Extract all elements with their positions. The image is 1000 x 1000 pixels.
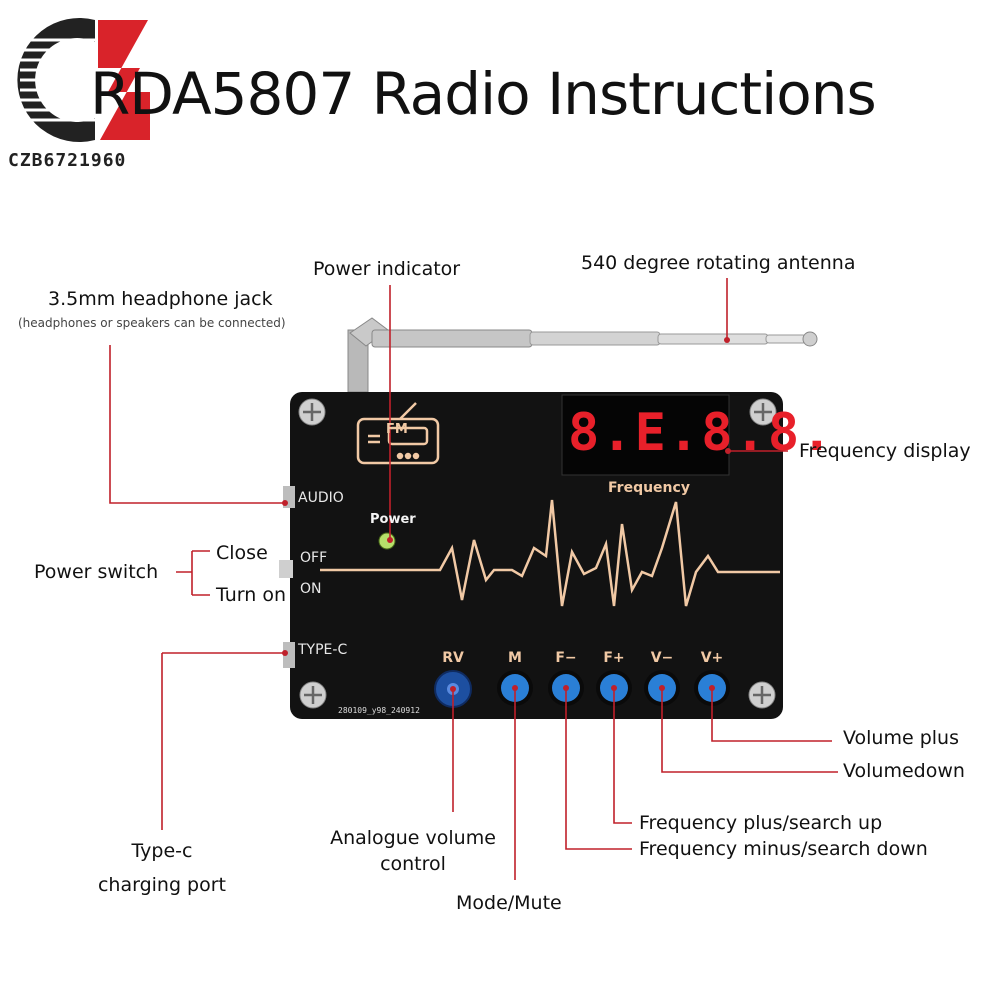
- button-label-f-plus: F+: [603, 650, 625, 666]
- callout-power-switch: Power switch: [34, 561, 159, 583]
- on-label: ON: [300, 581, 322, 597]
- power-switch-knob[interactable]: [279, 560, 293, 578]
- antenna-seg-2: [529, 331, 661, 346]
- logo-z-shape: [98, 20, 150, 140]
- callout-volume-plus: Volume plus: [843, 727, 959, 749]
- callout-frequency-display: Frequency display: [799, 440, 971, 462]
- button-label-v-minus: V−: [650, 650, 674, 666]
- button-label-f-minus: F−: [555, 650, 577, 666]
- power-label: Power: [370, 512, 416, 527]
- heartbeat-wave: [320, 499, 780, 607]
- leader-volume-down: [661, 688, 838, 773]
- antenna-tip: [802, 331, 818, 347]
- callout-headphone-note: (headphones or speakers can be connected…: [18, 316, 286, 330]
- logo-stripes: [20, 38, 100, 122]
- leader-dots: [282, 337, 731, 692]
- callout-power-indicator: Power indicator: [313, 258, 461, 280]
- brand-text: CZB6721960: [8, 150, 127, 171]
- antenna: [347, 317, 818, 393]
- antenna-seg-3: [657, 333, 769, 345]
- antenna-seg-1: [371, 329, 533, 348]
- brand-logo: [17, 17, 150, 142]
- callout-mode-mute: Mode/Mute: [456, 892, 562, 914]
- display-digits: 8.E.8.8.: [568, 403, 835, 463]
- display-label: Frequency: [608, 480, 690, 496]
- audio-label: AUDIO: [298, 490, 344, 506]
- off-label: OFF: [300, 550, 328, 566]
- leader-typec: [161, 652, 285, 830]
- button-label-rv: RV: [442, 650, 464, 666]
- page-title: RDA5807 Radio Instructions: [90, 60, 877, 128]
- fm-label: FM: [386, 422, 408, 437]
- callout-turn-on: Turn on: [216, 584, 286, 606]
- screw-bottom-right: [748, 681, 776, 709]
- callout-antenna: 540 degree rotating antenna: [581, 252, 856, 274]
- power-led: [378, 532, 396, 550]
- silkscreen-code: 280109_y98_240912: [338, 706, 420, 715]
- typec-label: TYPE-C: [298, 642, 348, 658]
- button-label-m: M: [508, 650, 522, 666]
- callout-analogue-line1: Analogue volume: [330, 827, 496, 849]
- leader-freq-minus: [565, 688, 632, 850]
- screw-top-right: [749, 398, 777, 426]
- antenna-seg-4: [765, 334, 807, 344]
- callout-headphone-jack: 3.5mm headphone jack: [48, 288, 273, 310]
- leader-lines: [109, 278, 838, 880]
- leader-volume-plus: [711, 688, 832, 742]
- leader-headphone-jack: [109, 345, 285, 504]
- leader-freq-plus: [613, 688, 632, 824]
- screw-top-left: [298, 398, 326, 426]
- screw-bottom-left: [299, 681, 327, 709]
- frequency-display: [561, 394, 730, 476]
- callout-analogue-line2: control: [380, 853, 446, 875]
- callout-typec-line1: Type-c: [131, 840, 193, 862]
- button-label-v-plus: V+: [700, 650, 724, 666]
- leader-power-switch: [176, 550, 210, 596]
- callout-typec-line2: charging port: [97, 874, 227, 896]
- callout-close: Close: [216, 542, 268, 564]
- callout-volume-down: Volumedown: [843, 760, 965, 782]
- radio-icon: [356, 402, 440, 465]
- callout-freq-plus: Frequency plus/search up: [639, 812, 883, 834]
- callout-freq-minus: Frequency minus/search down: [639, 838, 928, 860]
- typec-port: [283, 642, 295, 668]
